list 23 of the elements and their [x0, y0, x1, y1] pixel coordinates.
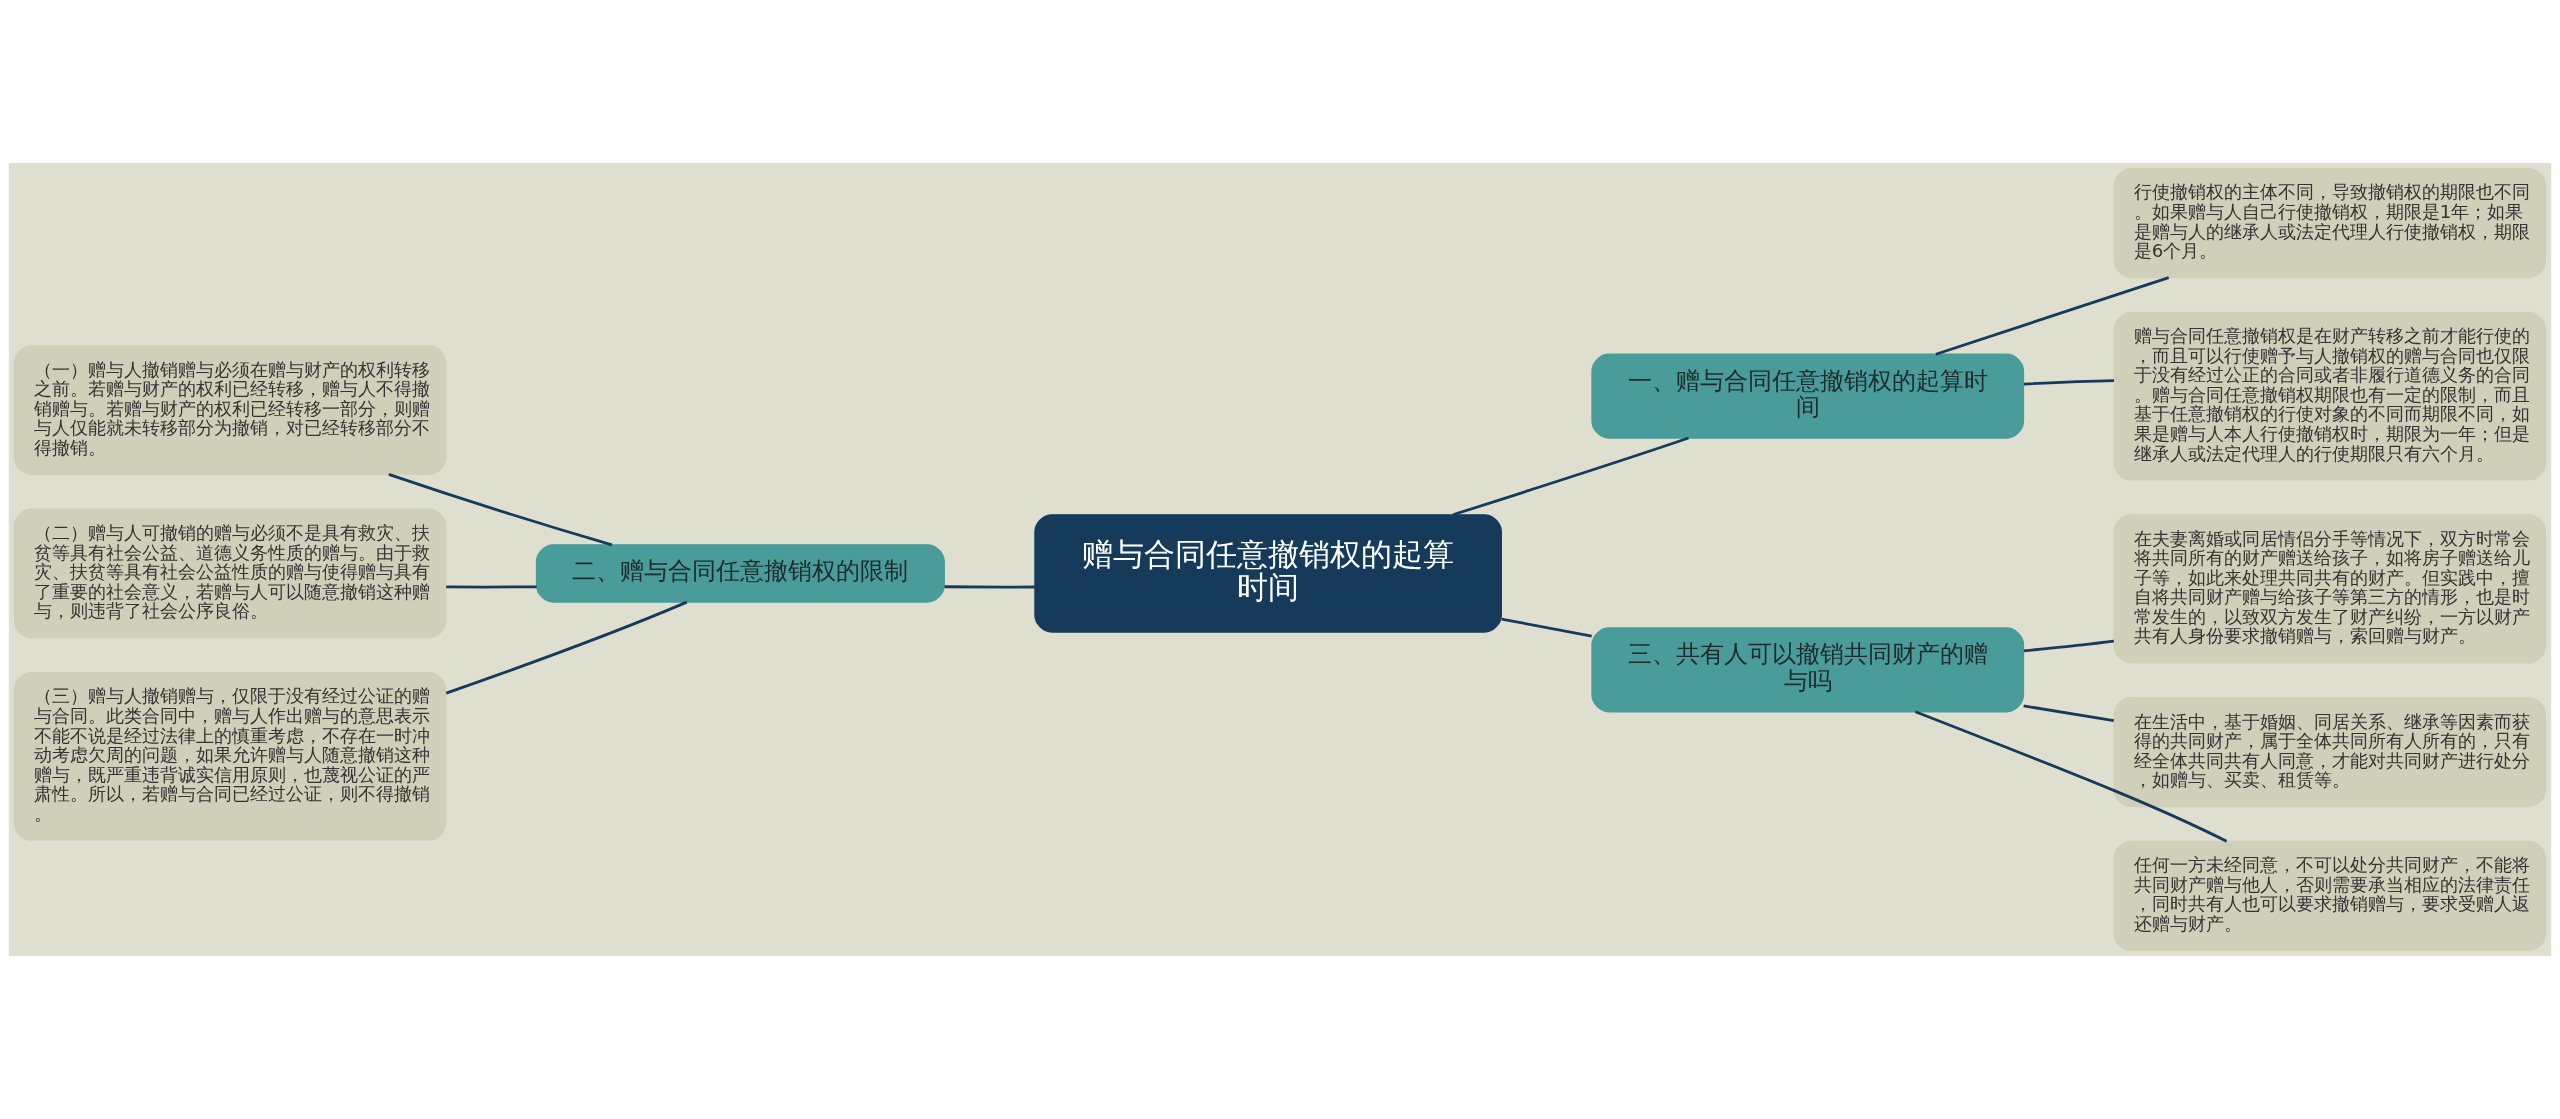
connector	[1452, 436, 1689, 517]
connector	[944, 585, 1035, 589]
node-box: 一、赠与合同任意撤销权的起算时间	[1591, 353, 2025, 439]
node-box: 三、共有人可以撤销共同财产的赠与吗	[1591, 627, 2025, 713]
connector	[388, 473, 613, 547]
node-box: 在夫妻离婚或同居情侣分手等情况下，双方时常会将共同所有的财产赠送给孩子，如将房子赠送给儿子等，如此来处理共同共有的财产。但实践中，擅自将共同财产赠与给孩子等第三方的情形，也是时常发生的，以致双方发生了财产纠纷，一方以财产共有人身份要求撤销赠与，索回赠与财产。	[2113, 514, 2547, 664]
connector	[445, 600, 688, 695]
node-box: 赠与合同任意撤销权是在财产转移之前才能行使的，而且可以行使赠予与人撤销权的赠与合同也仅限于没有经过公正的合同或者非履行道德义务的合同。赠与合同任意撤销权期限也有一定的限制，而且基于任意撤销权的行使对象的不同而期限不同，如果是赠与人本人行使撤销权时，期限为一年；但是继承人或法定代理人的行使期限只有六个月。	[2113, 311, 2547, 481]
connector	[1935, 276, 2170, 356]
node-box: （一）赠与人撤销赠与必须在赠与财产的权利转移之前。若赠与财产的权利已经转移，赠与人不得撤销赠与。若赠与财产的权利已经转移一部分，则赠与人仅能就未转移部分为撤销，对已经转移部分不得撤销。	[13, 345, 447, 476]
connector	[1501, 617, 1592, 638]
node-box: 在生活中，基于婚姻、同居关系、继承等因素而获得的共同财产，属于全体共同所有人所有的，只有经全体共同共有人同意，才能对共同财产进行处分，如赠与、买卖、租赁等。	[2113, 697, 2547, 808]
connector	[1914, 710, 2228, 843]
connector	[2023, 639, 2114, 653]
node-box: 二、赠与合同任意撤销权的限制	[535, 544, 945, 603]
node-box: 赠与合同任意撤销权的起算时间	[1034, 514, 1502, 633]
node-box: （三）赠与人撤销赠与，仅限于没有经过公证的赠与合同。此类合同中，赠与人作出赠与的意思表示不能不说是经过法律上的慎重考虑，不存在一时冲动考虑欠周的问题，如果允许赠与人随意撤销这种赠与，既严重违背诚实信用原则，也蔑视公证的严肃性。所以，若赠与合同已经过公证，则不得撤销。	[13, 671, 447, 841]
connector	[2023, 379, 2114, 386]
connector	[2023, 704, 2114, 723]
node-box: （二）赠与人可撤销的赠与必须不是具有救灾、扶贫等具有社会公益、道德义务性质的赠与。由于救灾、扶贫等具有社会公益性质的赠与使得赠与具有了重要的社会意义，若赠与人可以随意撤销这种赠与，则违背了社会公序良俗。	[13, 508, 447, 639]
connector	[446, 585, 537, 589]
node-box: 行使撤销权的主体不同，导致撤销权的期限也不同。如果赠与人自己行使撤销权，期限是1年；如果是赠与人的继承人或法定代理人行使撤销权，期限是6个月。	[2113, 167, 2547, 279]
node-box: 任何一方未经同意，不可以处分共同财产，不能将共同财产赠与他人，否则需要承当相应的法律责任，同时共有人也可以要求撤销赠与，要求受赠人返还赠与财产。	[2113, 840, 2547, 952]
